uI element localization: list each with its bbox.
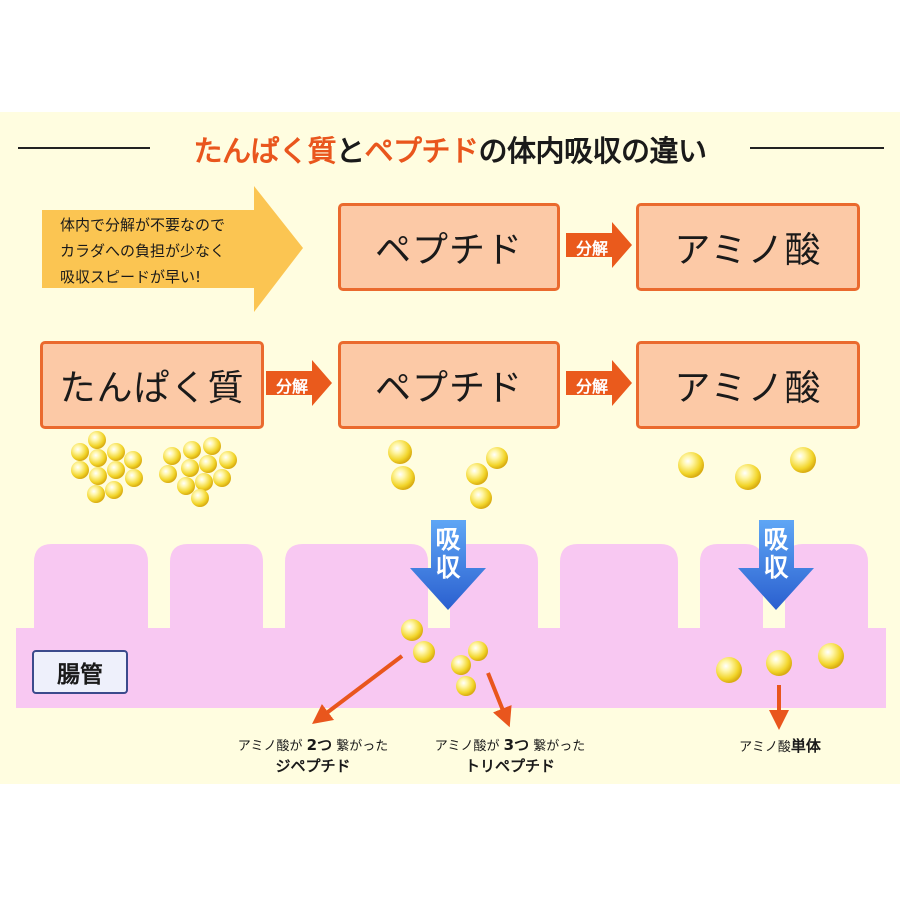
- tripeptide-molecule-bottom: [451, 641, 488, 696]
- absorb-left-char-1: 吸: [435, 525, 461, 554]
- row2-amino-acid-box: アミノ酸: [636, 341, 860, 429]
- intestine-label: 腸管: [32, 650, 128, 694]
- dipeptide-desc-pre: アミノ酸が: [237, 739, 303, 754]
- step-arrow-row1: [566, 222, 632, 268]
- absorb-label-right: 吸 収: [756, 526, 796, 582]
- dipeptide-caption: アミノ酸が 2つ 繋がった ジペプチド: [218, 734, 408, 776]
- single-amino-bold: 単体: [790, 737, 821, 755]
- absorb-arrow-left: [410, 520, 486, 610]
- tripeptide-desc-pre: アミノ酸が: [434, 739, 500, 754]
- row2-protein-box: たんぱく質: [40, 341, 264, 429]
- row2-peptide-box: ペプチド: [338, 341, 560, 429]
- dipeptide-molecule-top: [388, 440, 415, 490]
- tripeptide-num: 3つ: [503, 736, 530, 754]
- speed-bubble-text: 体内で分解が不要なので カラダへの負担が少なく 吸収スピードが早い!: [60, 212, 290, 290]
- single-amino-pre: アミノ酸: [739, 740, 791, 755]
- tripeptide-name: トリペプチド: [464, 757, 555, 775]
- bubble-line-2: カラダへの負担が少なく: [60, 242, 226, 260]
- tripeptide-molecule-top: [466, 447, 508, 509]
- amino-acids-top: [678, 447, 816, 490]
- protein-cluster-left: [71, 431, 143, 503]
- row1-amino-acid-box: アミノ酸: [636, 203, 860, 291]
- tripeptide-caption: アミノ酸が 3つ 繋がった トリペプチド: [415, 734, 605, 776]
- tripeptide-desc-post: 繋がった: [533, 739, 586, 754]
- title-rule-left: [18, 147, 150, 149]
- absorb-arrow-right: [738, 520, 814, 610]
- tripeptide-pointer: [486, 672, 512, 728]
- title-rule-right: [750, 147, 884, 149]
- speed-bubble-arrow: [42, 186, 303, 312]
- dipeptide-desc-post: 繋がった: [336, 739, 389, 754]
- dipeptide-pointer: [312, 654, 404, 725]
- dipeptide-name: ジペプチド: [275, 757, 351, 775]
- absorb-right-char-2: 収: [763, 553, 789, 582]
- protein-cluster-right: [159, 437, 237, 507]
- intestine-wall: [16, 544, 886, 708]
- dipeptide-num: 2つ: [306, 736, 333, 754]
- absorb-right-char-1: 吸: [763, 525, 789, 554]
- absorb-left-char-2: 収: [435, 553, 461, 582]
- row1-peptide-box: ペプチド: [338, 203, 560, 291]
- absorb-label-left: 吸 収: [428, 526, 468, 582]
- step-arrow-row2-b: [566, 360, 632, 406]
- row2-decompose-label-1: 分解: [275, 377, 308, 396]
- amino-acids-bottom: [716, 643, 844, 683]
- bubble-line-3: 吸収スピードが早い!: [60, 268, 202, 286]
- title-protein: たんぱく質: [193, 134, 336, 168]
- title-peptide: ペプチド: [364, 134, 480, 168]
- dipeptide-molecule-bottom: [401, 619, 435, 663]
- step-arrow-row2-a: [266, 360, 332, 406]
- page-title: たんぱく質とペプチドの体内吸収の違い: [150, 128, 750, 170]
- title-and: と: [335, 134, 365, 168]
- row2-decompose-label-2: 分解: [575, 377, 608, 396]
- single-amino-caption: アミノ酸単体: [700, 735, 860, 756]
- bubble-line-1: 体内で分解が不要なので: [60, 216, 226, 234]
- row1-decompose-label: 分解: [575, 239, 608, 258]
- title-rest: の体内吸収の違い: [478, 134, 708, 168]
